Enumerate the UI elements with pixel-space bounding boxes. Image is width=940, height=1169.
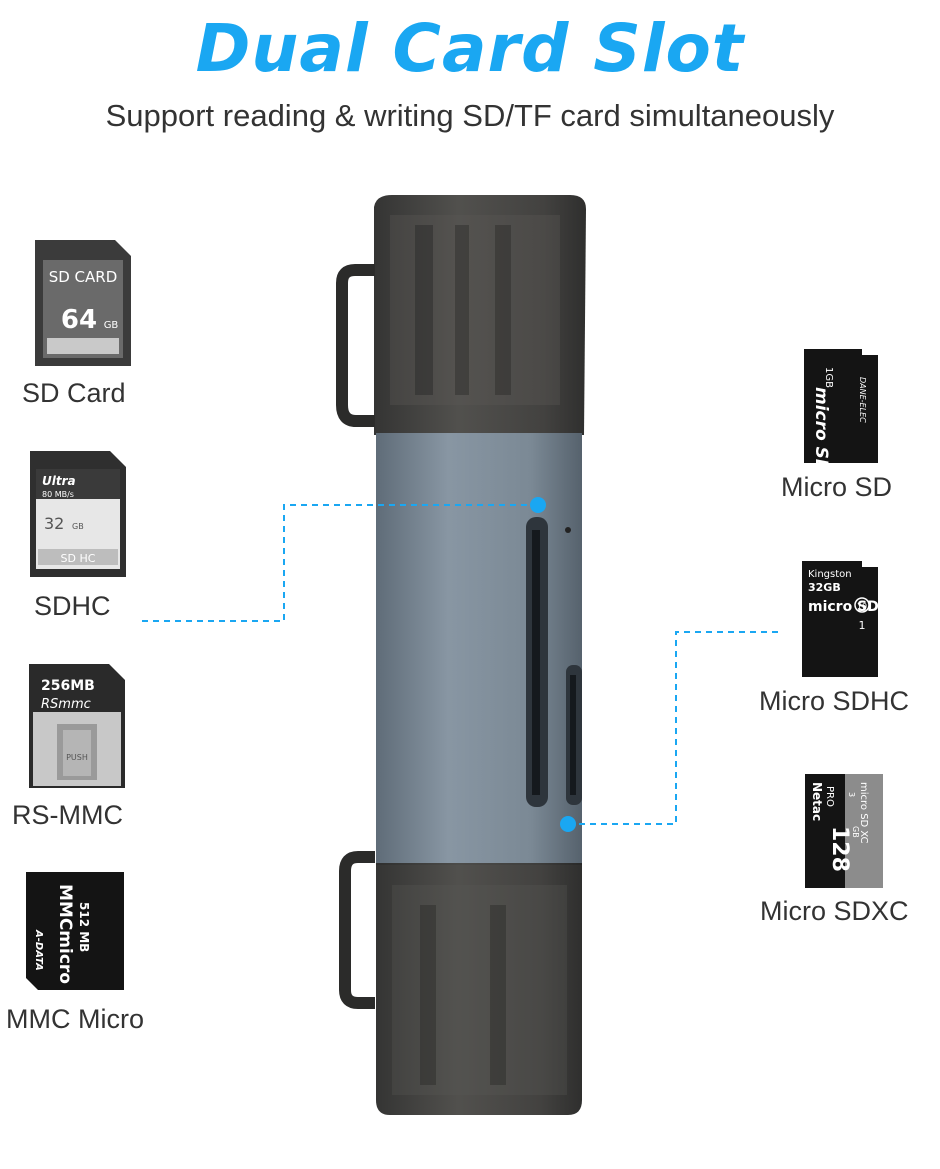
svg-text:Kingston: Kingston	[808, 569, 852, 580]
caption-mmc-micro: MMC Micro	[6, 1004, 144, 1034]
svg-text:SD CARD: SD CARD	[49, 268, 118, 286]
svg-text:Ultra: Ultra	[42, 474, 76, 488]
svg-text:GB: GB	[104, 320, 119, 331]
svg-text:micro SD: micro SD	[811, 387, 831, 465]
micro-sd-card-image: 1GB micro SD DANE-ELEC	[804, 349, 878, 465]
svg-text:3: 3	[847, 792, 856, 797]
svg-text:128: 128	[827, 826, 852, 872]
svg-text:Netac: Netac	[810, 782, 824, 821]
rsmmc-card-image: 256MB RSmmc PUSH	[29, 664, 125, 788]
caption-rs-mmc: RS-MMC	[12, 800, 123, 830]
svg-text:1GB: 1GB	[823, 367, 834, 388]
mmc-micro-card-image: 512 MB MMCmicro A-DATA	[26, 872, 124, 990]
caption-sdhc: SDHC	[34, 591, 111, 621]
micro-sdxc-card-image: Netac PRO 128 GB micro SD XC 3	[805, 774, 883, 888]
svg-text:GB: GB	[72, 522, 84, 531]
caption-micro-sd: Micro SD	[781, 472, 893, 502]
micro-sdhc-card-image: Kingston 32GB micro SD HC 10 1	[802, 561, 880, 677]
tf-slot-connector	[568, 631, 782, 825]
sd-slot-connector	[140, 504, 538, 622]
svg-text:PRO: PRO	[824, 786, 835, 807]
caption-micro-sdxc: Micro SDXC	[760, 896, 909, 926]
svg-text:GB: GB	[851, 826, 860, 838]
bottom-cap-loop	[339, 851, 375, 1009]
card-reader-illustration	[336, 195, 586, 1115]
svg-text:80 MB/s: 80 MB/s	[42, 490, 74, 499]
svg-text:512 MB: 512 MB	[77, 902, 91, 952]
svg-text:DANE-ELEC: DANE-ELEC	[858, 377, 867, 423]
svg-text:256MB: 256MB	[41, 678, 95, 694]
svg-text:MMCmicro: MMCmicro	[55, 884, 75, 984]
bottom-cap	[376, 863, 582, 1115]
svg-text:32: 32	[44, 514, 64, 533]
sdhc-card-image: Ultra 80 MB/s 32 GB SD HC	[30, 451, 126, 577]
caption-sd-card: SD Card	[22, 378, 126, 408]
page-title: Dual Card Slot	[195, 10, 745, 87]
sd-card-image: SD CARD 64 GB	[35, 240, 131, 366]
svg-text:A-DATA: A-DATA	[33, 929, 44, 971]
top-cap-loop	[336, 264, 375, 427]
svg-text:micro SD XC: micro SD XC	[858, 782, 869, 844]
caption-micro-sdhc: Micro SDHC	[759, 686, 910, 716]
svg-text:10: 10	[857, 602, 867, 611]
svg-text:micro SD HC: micro SD HC	[808, 599, 880, 615]
svg-text:PUSH: PUSH	[66, 753, 88, 762]
svg-text:SD HC: SD HC	[61, 552, 96, 565]
sd-slot-marker	[530, 497, 546, 513]
svg-text:64: 64	[61, 305, 97, 335]
svg-text:RSmmc: RSmmc	[41, 697, 91, 712]
led-indicator	[565, 527, 571, 533]
page-subtitle: Support reading & writing SD/TF card sim…	[105, 98, 835, 133]
tf-slot-marker	[560, 816, 576, 832]
svg-text:32GB: 32GB	[808, 581, 841, 594]
svg-text:1: 1	[859, 619, 866, 632]
